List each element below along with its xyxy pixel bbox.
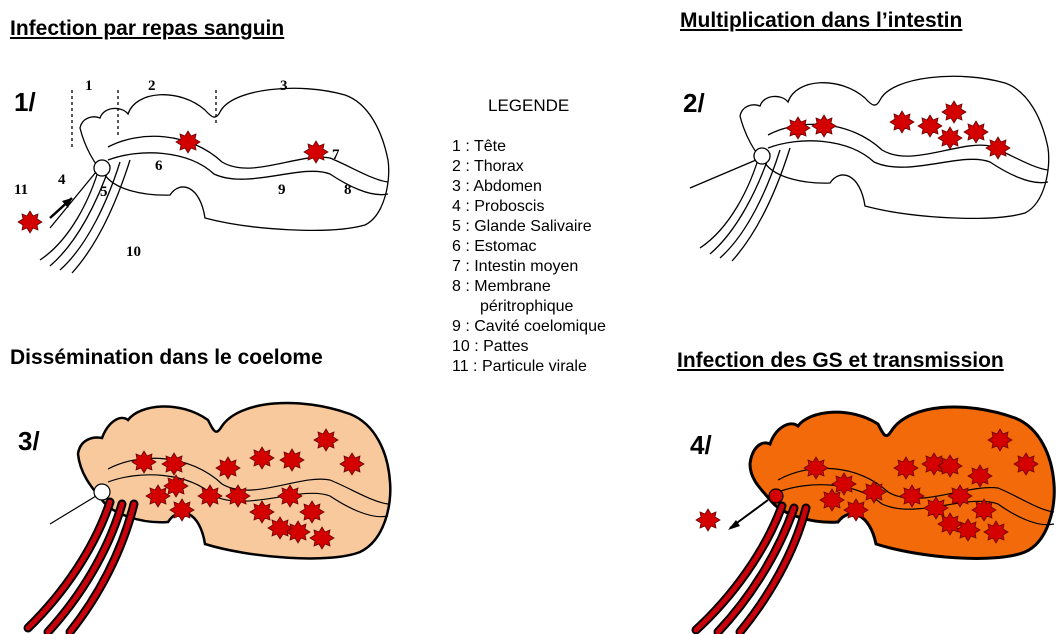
mosquito-diagram-3: [0, 392, 410, 634]
mosquito-diagram-2: [660, 58, 1059, 278]
part-number-8: 8: [344, 182, 352, 199]
part-number-4: 4: [58, 172, 66, 189]
virus-particle: [964, 121, 988, 143]
legend-item: 4 : Proboscis: [452, 197, 662, 217]
legend-item: 7 : Intestin moyen: [452, 257, 662, 277]
virus-particle: [696, 509, 720, 531]
part-number-7: 7: [332, 147, 340, 164]
legend-item: 2 : Thorax: [452, 157, 662, 177]
legend-title: LEGENDE: [488, 96, 662, 116]
virus-particle: [986, 137, 1010, 159]
virus-particle: [812, 115, 836, 137]
panel-2-title: Multiplication dans l’intestin: [680, 10, 962, 31]
virus-particle: [176, 131, 200, 153]
virus-particle: [938, 127, 962, 149]
mosquito-diagram-4: [660, 392, 1059, 634]
part-number-6: 6: [155, 158, 163, 175]
legend-item: 3 : Abdomen: [452, 177, 662, 197]
virus-particle: [304, 141, 328, 163]
part-number-2: 2: [148, 78, 156, 95]
panel-3-title: Dissémination dans le coelome: [10, 347, 323, 368]
virus-particle: [918, 115, 942, 137]
legend-item: 8 : Membrane péritrophique: [452, 277, 600, 317]
panel-4-title: Infection des GS et transmission: [677, 350, 1004, 371]
part-number-1: 1: [85, 78, 93, 95]
legend-item: 11 : Particule virale: [452, 357, 662, 377]
legend-item: 5 : Glande Salivaire: [452, 217, 662, 237]
legend: LEGENDE 1 : Tête 2 : Thorax 3 : Abdomen …: [452, 96, 662, 377]
virus-particle: [890, 111, 914, 133]
virus-particle: [786, 117, 810, 139]
legend-item: 1 : Tête: [452, 137, 662, 157]
part-number-9: 9: [278, 182, 286, 199]
legend-item: 9 : Cavité coelomique: [452, 317, 662, 337]
virus-particle: [18, 211, 42, 233]
part-number-3: 3: [280, 78, 288, 95]
virus-particle: [942, 101, 966, 123]
legend-item: 6 : Estomac: [452, 237, 662, 257]
part-number-5: 5: [100, 184, 108, 201]
panel-1-title: Infection par repas sanguin: [10, 18, 284, 39]
part-number-11: 11: [14, 182, 28, 199]
legend-item: 10 : Pattes: [452, 337, 662, 357]
part-number-10: 10: [126, 244, 141, 261]
